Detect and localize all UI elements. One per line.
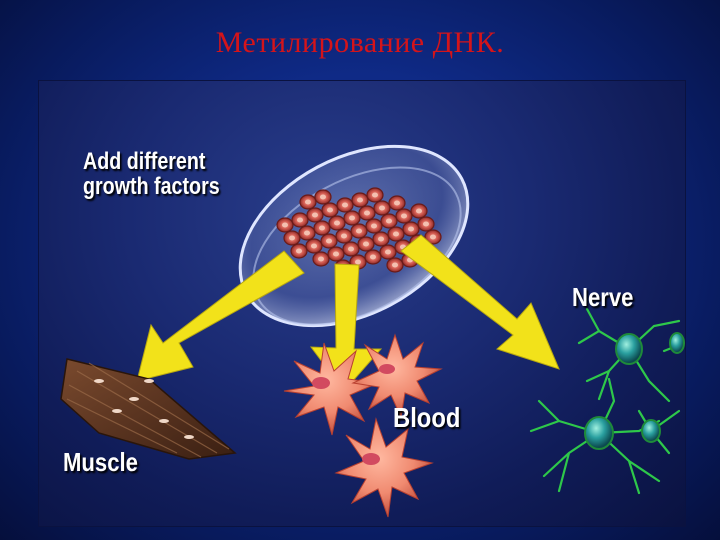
arrow-to-muscle <box>136 250 305 382</box>
nerve-soma-1 <box>615 333 643 365</box>
blood-cell-1 <box>283 342 380 436</box>
dish-cell-nucleus <box>356 228 362 234</box>
dish-cell-nucleus <box>372 192 378 198</box>
growth-factors-label: Add different growth factors <box>83 148 220 201</box>
dish-cell-nucleus <box>394 200 400 206</box>
nerve-cells <box>529 307 685 495</box>
dish-cell-nucleus <box>370 254 376 260</box>
dish-cell-nucleus <box>289 235 295 241</box>
dish-cell-nucleus <box>386 218 392 224</box>
dish-cell-nucleus <box>385 249 391 255</box>
blood-cell-2 <box>351 333 443 419</box>
dish-cell-nucleus <box>296 248 302 254</box>
dish-cell-nucleus <box>333 251 339 257</box>
dish-cell-nucleus <box>319 225 325 231</box>
nerve-soma-2 <box>584 416 614 450</box>
muscle-label: Muscle <box>63 447 138 477</box>
dish-cell-nucleus <box>348 246 354 252</box>
dish-cell-nucleus <box>393 231 399 237</box>
dish-cell-nucleus <box>371 223 377 229</box>
cell-cluster <box>276 187 442 275</box>
dish-cell-nucleus <box>378 236 384 242</box>
dish-cell-nucleus <box>341 233 347 239</box>
blood-cell-3 <box>334 417 434 518</box>
dish-cell-nucleus <box>312 212 318 218</box>
dish-cell-nucleus <box>408 226 414 232</box>
dish-cell-nucleus <box>326 238 332 244</box>
dish-cell-nucleus <box>401 213 407 219</box>
muscle-tissue <box>60 358 237 460</box>
dish-cell-nucleus <box>342 202 348 208</box>
illustration-panel: Add different growth factors Nerve Blood… <box>38 80 686 527</box>
dish-cell-nucleus <box>379 205 385 211</box>
nerve-soma-3 <box>641 419 661 443</box>
arrow-to-nerve <box>400 234 560 370</box>
illustration-svg <box>60 144 685 518</box>
dish-cell-nucleus <box>416 208 422 214</box>
dish-cell-nucleus <box>392 262 398 268</box>
dish-cell-nucleus <box>349 215 355 221</box>
nerve-soma-4 <box>669 332 685 354</box>
dish-cell-nucleus <box>363 241 369 247</box>
dish-cell-nucleus <box>297 217 303 223</box>
growth-factors-line2: growth factors <box>83 173 220 201</box>
dish-cell-nucleus <box>327 207 333 213</box>
dish-cell-nucleus <box>282 222 288 228</box>
dish-cell-nucleus <box>357 197 363 203</box>
dish-cell-nucleus <box>320 194 326 200</box>
dish-cell-nucleus <box>318 256 324 262</box>
dish-cell-nucleus <box>355 259 361 265</box>
growth-factors-line1: Add different <box>83 148 206 175</box>
dish-cell-nucleus <box>305 199 311 205</box>
dish-cell-nucleus <box>430 234 436 240</box>
nerve-label: Nerve <box>572 282 634 312</box>
dish-cell-nucleus <box>304 230 310 236</box>
dish-cell-nucleus <box>334 220 340 226</box>
dish-cell-nucleus <box>311 243 317 249</box>
slide-title: Метилирование ДНК. <box>215 26 505 59</box>
dish-cell-nucleus <box>423 221 429 227</box>
blood-label: Blood <box>393 402 461 433</box>
dish-cell-nucleus <box>364 210 370 216</box>
